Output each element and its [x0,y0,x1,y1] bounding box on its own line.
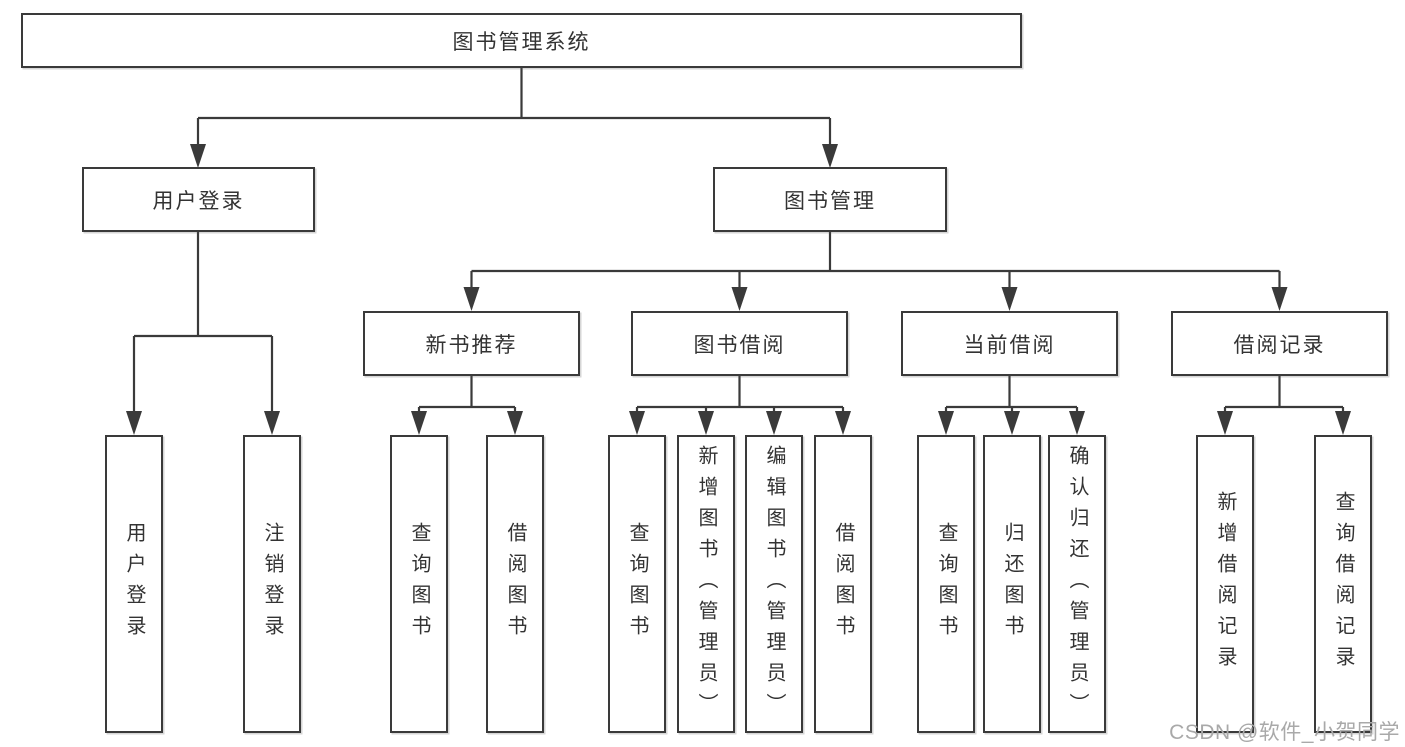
arrowhead [731,287,748,311]
arrowhead [1069,411,1085,435]
leaf-confirm-return-admin: 确认归还（管理员） [1048,435,1106,733]
node-book-management: 图书管理 [713,167,947,232]
arrowhead [463,287,480,311]
node-book-borrowing: 图书借阅 [631,311,848,376]
leaf-edit-books-admin: 编辑图书（管理员） [745,435,803,733]
leaf-label: 新增图书（管理员） [695,444,717,724]
leaf-label: 借阅图书 [832,522,854,646]
leaf-label: 新增借阅记录 [1214,491,1236,677]
arrowhead [629,411,645,435]
arrowhead [190,144,206,168]
arrowhead [1217,411,1233,435]
leaf-label: 归还图书 [1001,522,1023,646]
leaf-label: 查询图书 [408,522,430,646]
node-root-library-system: 图书管理系统 [21,13,1022,68]
connector-records-children [1217,376,1351,435]
leaf-label: 编辑图书（管理员） [763,444,785,724]
leaf-label: 确认归还（管理员） [1066,444,1088,724]
arrowhead [698,411,714,435]
node-user-login: 用户登录 [82,167,315,232]
arrowhead [1001,287,1018,311]
arrowhead [835,411,851,435]
arrowhead [1004,411,1020,435]
connector-current-borrow-children [938,376,1085,435]
connector-book-mgmt-children [463,232,1288,311]
leaf-label: 查询图书 [626,522,648,646]
arrowhead [126,411,142,435]
arrowhead [766,411,782,435]
leaf-label: 查询图书 [935,522,957,646]
leaf-label: 查询借阅记录 [1332,491,1354,677]
leaf-query-books: 查询图书 [917,435,975,733]
leaf-label: 用户登录 [123,522,145,646]
connector-root-to-level2 [190,68,838,168]
leaf-query-books: 查询图书 [390,435,448,733]
leaf-borrow-books: 借阅图书 [814,435,872,733]
leaf-user-login: 用户登录 [105,435,163,733]
node-borrowing-records: 借阅记录 [1171,311,1388,376]
arrowhead [1271,287,1288,311]
node-new-book-recommendation: 新书推荐 [363,311,580,376]
leaf-label: 借阅图书 [504,522,526,646]
csdn-watermark: CSDN @软件_小贺同学 [1169,721,1400,744]
connector-new-book-children [411,376,523,435]
arrowhead [264,411,280,435]
leaf-add-books-admin: 新增图书（管理员） [677,435,735,733]
arrowhead [411,411,427,435]
leaf-logout: 注销登录 [243,435,301,733]
arrowhead [822,144,838,168]
leaf-label: 注销登录 [261,522,283,646]
leaf-borrow-books: 借阅图书 [486,435,544,733]
arrowhead [938,411,954,435]
arrowhead [1335,411,1351,435]
connector-book-borrow-children [629,376,851,435]
node-current-borrowing: 当前借阅 [901,311,1118,376]
leaf-query-books: 查询图书 [608,435,666,733]
arrowhead [507,411,523,435]
leaf-add-borrow-record: 新增借阅记录 [1196,435,1254,733]
connector-user-login-children [126,232,280,435]
leaf-query-borrow-record: 查询借阅记录 [1314,435,1372,733]
leaf-return-books: 归还图书 [983,435,1041,733]
